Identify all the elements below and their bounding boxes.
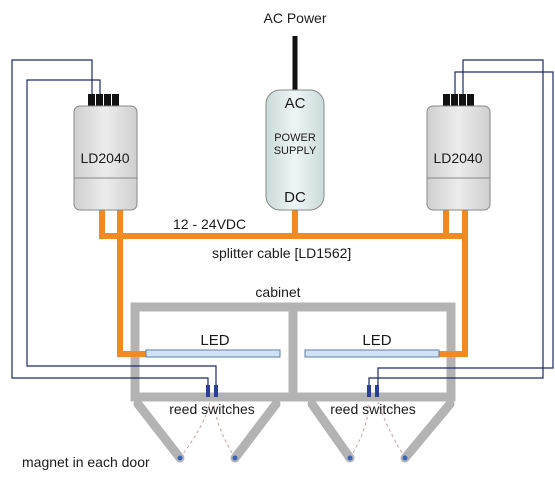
controller-right bbox=[426, 94, 491, 211]
controller-left-connector bbox=[88, 94, 119, 108]
power-supply bbox=[265, 89, 325, 211]
door-swing-arcs bbox=[179, 401, 406, 459]
reed-wires-right bbox=[368, 59, 554, 388]
reed-label-right: reed switches bbox=[330, 401, 416, 417]
reed-switches-right bbox=[367, 385, 379, 397]
voltage-label: 12 - 24VDC bbox=[173, 216, 246, 232]
controller-right-label: LD2040 bbox=[433, 150, 482, 166]
reed-switches-left bbox=[206, 385, 218, 397]
psu-dc-label: DC bbox=[284, 189, 306, 206]
controller-left bbox=[73, 94, 138, 211]
reed-wires-left bbox=[11, 59, 217, 388]
cabinet-label: cabinet bbox=[255, 284, 300, 300]
led-strip-right bbox=[304, 349, 440, 358]
cabinet-doors bbox=[133, 399, 455, 463]
led-strip-left bbox=[145, 349, 281, 358]
psu-power-label: POWER bbox=[274, 132, 316, 144]
psu-ac-label: AC bbox=[285, 95, 306, 112]
psu-supply-label: SUPPLY bbox=[274, 145, 317, 157]
splitter-cable bbox=[99, 210, 468, 357]
reed-label-left: reed switches bbox=[169, 401, 255, 417]
splitter-cable-label: splitter cable [LD1562] bbox=[212, 245, 351, 261]
door-magnets bbox=[177, 455, 408, 461]
controller-right-connector bbox=[443, 94, 474, 108]
led-label-right: LED bbox=[362, 332, 391, 349]
controller-left-label: LD2040 bbox=[80, 150, 129, 166]
ac-power-label: AC Power bbox=[263, 10, 326, 26]
led-label-left: LED bbox=[200, 332, 229, 349]
magnet-label: magnet in each door bbox=[22, 454, 150, 470]
